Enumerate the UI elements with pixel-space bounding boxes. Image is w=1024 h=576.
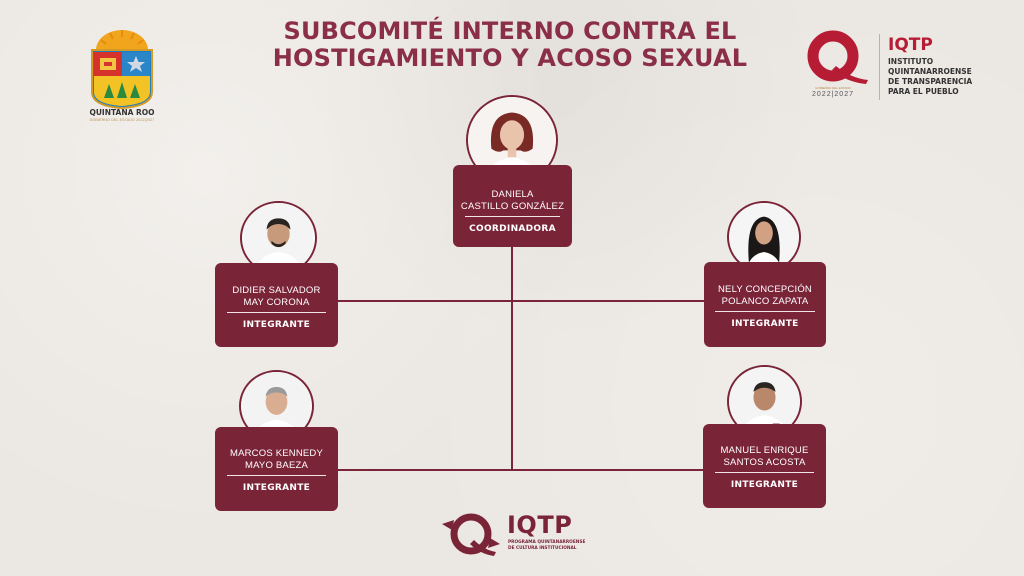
member-name: DIDIER SALVADOR MAY CORONA bbox=[215, 285, 338, 309]
lower-horizontal-connector bbox=[338, 469, 704, 471]
card-separator bbox=[715, 311, 815, 312]
quintana-roo-coat-of-arms-icon bbox=[91, 30, 153, 110]
page-title: SUBCOMITÉ INTERNO CONTRA EL HOSTIGAMIENT… bbox=[250, 18, 770, 72]
quintana-roo-name: QUINTANA ROO bbox=[89, 108, 155, 117]
iqtp-description-line: PARA EL PUEBLO bbox=[888, 87, 959, 96]
member-photo-didier bbox=[240, 201, 317, 275]
member-name-line: MAYO BAEZA bbox=[244, 460, 309, 471]
vertical-connector bbox=[511, 246, 513, 470]
member-name-line: NELY CONCEPCIÓN bbox=[718, 284, 812, 295]
member-name-line: DIDIER SALVADOR bbox=[232, 285, 321, 296]
member-name: MARCOS KENNEDY MAYO BAEZA bbox=[215, 448, 338, 472]
upper-horizontal-connector bbox=[338, 300, 704, 302]
iqtp-years-label: GOBIERNO DEL ESTADO bbox=[815, 86, 851, 90]
member-card-nely: NELY CONCEPCIÓN POLANCO ZAPATA INTEGRANT… bbox=[704, 262, 826, 347]
member-card-didier: DIDIER SALVADOR MAY CORONA INTEGRANTE bbox=[215, 263, 338, 347]
member-name-line: SANTOS ACOSTA bbox=[723, 457, 806, 468]
member-role: COORDINADORA bbox=[469, 224, 556, 234]
member-role: INTEGRANTE bbox=[242, 320, 311, 330]
iqtp-description-line: INSTITUTO bbox=[888, 57, 934, 66]
coordinator-card: DANIELA CASTILLO GONZÁLEZ COORDINADORA bbox=[453, 165, 572, 247]
card-separator bbox=[227, 475, 326, 476]
iqtp-description-line: QUINTANARROENSE bbox=[888, 67, 972, 76]
member-card-manuel: MANUEL ENRIQUE SANTOS ACOSTA INTEGRANTE bbox=[703, 424, 826, 508]
title-line-2: HOSTIGAMIENTO Y ACOSO SEXUAL bbox=[272, 44, 748, 72]
member-name-line: MANUEL ENRIQUE bbox=[720, 445, 809, 456]
member-name-line: DANIELA bbox=[491, 189, 534, 200]
member-name: NELY CONCEPCIÓN POLANCO ZAPATA bbox=[704, 284, 826, 308]
iqtp-culture-icon bbox=[442, 513, 500, 556]
iqtp-bottom-acronym: IQTP bbox=[507, 511, 573, 539]
member-name: MANUEL ENRIQUE SANTOS ACOSTA bbox=[703, 445, 826, 469]
member-role: INTEGRANTE bbox=[242, 483, 311, 493]
iqtp-bottom-subtitle-line: PROGRAMA QUINTANARROENSE bbox=[508, 540, 586, 545]
iqtp-bottom-subtitle-line: DE CULTURA INSTITUCIONAL bbox=[508, 546, 577, 551]
member-name-line: CASTILLO GONZÁLEZ bbox=[460, 201, 565, 212]
member-role: INTEGRANTE bbox=[731, 319, 799, 329]
title-line-1: SUBCOMITÉ INTERNO CONTRA EL bbox=[283, 17, 737, 45]
logo-divider bbox=[879, 34, 880, 100]
member-name-line: MAY CORONA bbox=[243, 297, 310, 308]
iqtp-acronym: IQTP bbox=[888, 35, 933, 55]
member-role: INTEGRANTE bbox=[730, 480, 799, 490]
card-separator bbox=[227, 312, 326, 313]
card-separator bbox=[715, 472, 814, 473]
member-name-line: POLANCO ZAPATA bbox=[721, 296, 809, 307]
iqtp-bottom-subtitle: PROGRAMA QUINTANARROENSE DE CULTURA INST… bbox=[508, 540, 588, 552]
card-separator bbox=[465, 216, 560, 217]
member-name: DANIELA CASTILLO GONZÁLEZ bbox=[453, 189, 572, 213]
member-name-line: MARCOS KENNEDY bbox=[229, 448, 324, 459]
iqtp-years: 2022|2027 bbox=[812, 91, 854, 98]
iqtp-q-icon bbox=[807, 30, 868, 84]
member-photo-nely bbox=[727, 201, 801, 273]
quintana-roo-tagline: GOBIERNO DEL ESTADO 2022|2027 bbox=[89, 118, 155, 122]
iqtp-description-line: DE TRANSPARENCIA bbox=[888, 77, 973, 86]
iqtp-description: INSTITUTO QUINTANARROENSE DE TRANSPARENC… bbox=[888, 57, 998, 97]
member-card-marcos: MARCOS KENNEDY MAYO BAEZA INTEGRANTE bbox=[215, 427, 338, 511]
